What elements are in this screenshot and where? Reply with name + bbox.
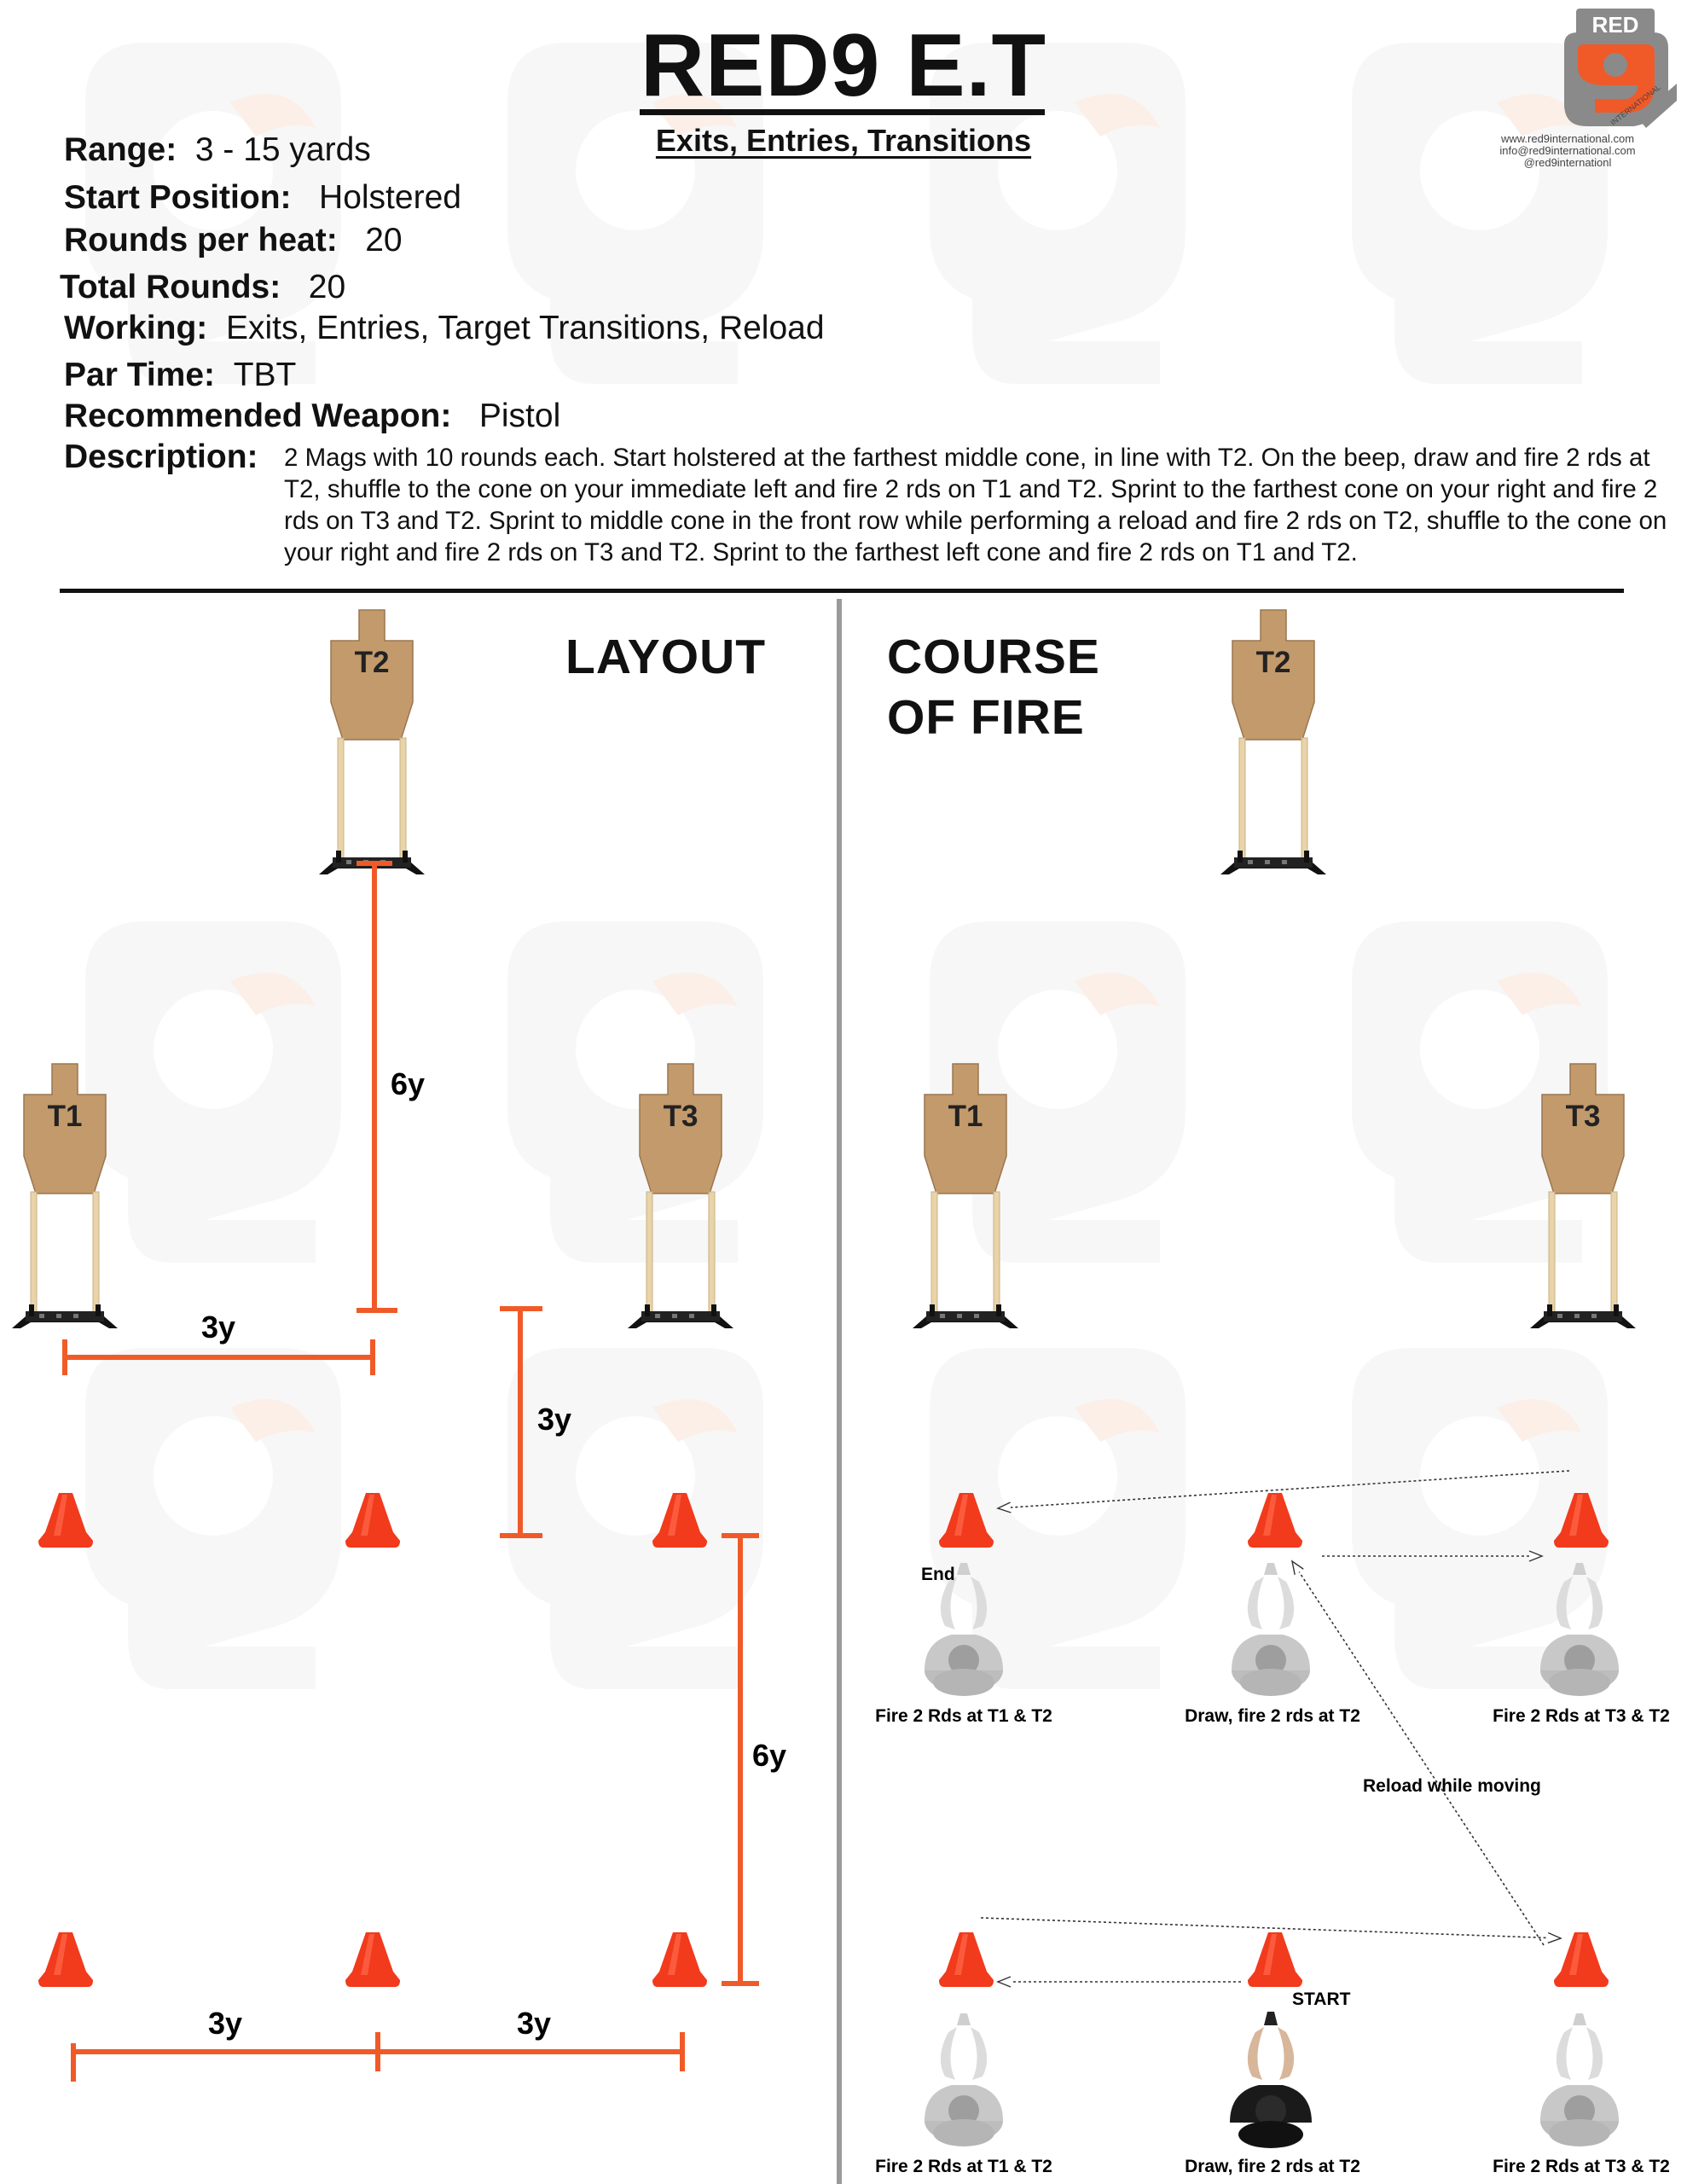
info-total-rounds: Total Rounds: 20 [60,269,345,306]
reload-label: Reload while moving [1363,1776,1541,1796]
dim-label-t2-6y: 6y [391,1066,425,1101]
target-label: T2 [355,646,390,679]
dim-label-bottom-right-3y: 3y [517,2006,551,2041]
info-label: Par Time: [64,357,216,393]
info-value: 3 - 15 yards [194,131,371,168]
contact-info: www.red9international.com info@red9inter… [1457,133,1678,169]
layout-cone-back-mid [345,1493,400,1548]
course-heading-line1: COURSE [887,630,1100,684]
layout-cone-front-mid [345,1932,400,1987]
page-title: RED9 E.T [640,16,1047,115]
course-cone-front-left [939,1932,994,1987]
info-par-time: Par Time: TBT [64,357,296,394]
info-label: Start Position: [64,179,292,216]
layout-cone-back-left [38,1493,93,1548]
course-heading-line2: OF FIRE [887,690,1085,745]
course-cone-back-right [1554,1493,1609,1548]
description-label: Description: [64,439,258,475]
column-divider [837,599,842,2184]
dim-label-rows-6y: 6y [752,1738,786,1773]
caption-back-right: Fire 2 Rds at T3 & T2 [1493,1706,1670,1726]
info-label: Range: [64,131,177,168]
target-label: T1 [48,1100,83,1133]
layout-diagram: T2 T1 T3 6y 3y 3y 6y 3y 3y [11,609,786,2082]
info-value: TBT [233,357,297,393]
course-cone-front-right [1554,1932,1609,1987]
course-cone-back-mid [1248,1493,1302,1548]
info-rounds-per-heat: Rounds per heat: 20 [64,222,403,259]
target-label: T3 [1566,1100,1601,1133]
layout-cone-front-left [38,1932,93,1987]
target-label: T3 [664,1100,699,1133]
course-cone-back-left [939,1493,994,1548]
info-recommended-weapon: Recommended Weapon: Pistol [64,398,560,435]
course-target-t2: T2 [1220,609,1327,875]
caption-front-left: Fire 2 Rds at T1 & T2 [875,2157,1052,2176]
info-value: 20 [365,222,403,258]
page-subtitle: Exits, Entries, Transitions [655,123,1032,158]
dim-label-bottom-left-3y: 3y [208,2006,242,2041]
course-shooter-front-mid [1230,2012,1312,2148]
course-shooter-back-mid [1232,1563,1310,1696]
layout-target-t1: T1 [11,1063,119,1329]
logo-text: RED [1591,12,1639,38]
info-start-position: Start Position: Holstered [64,179,461,217]
dim-label-t1-3y: 3y [201,1310,235,1345]
description-text: 2 Mags with 10 rounds each. Start holste… [284,444,1667,566]
course-diagram: T2 T1 T3 End START Reload while moving F… [875,609,1670,2176]
target-label: T1 [948,1100,983,1133]
end-label: End [921,1565,955,1584]
info-value: Holstered [319,179,461,216]
contact-handle: @red9internationl [1523,156,1612,169]
info-value: Pistol [478,398,561,434]
layout-cone-front-right [652,1932,707,1987]
course-cone-front-mid [1248,1932,1302,1987]
layout-measure-lines [62,861,759,2082]
course-arrows [980,1470,1570,1988]
layout-heading: LAYOUT [565,630,767,684]
caption-back-mid: Draw, fire 2 rds at T2 [1185,1706,1360,1726]
info-value: 20 [308,269,346,305]
caption-back-left: Fire 2 Rds at T1 & T2 [875,1706,1052,1726]
info-value: Exits, Entries, Target Transitions, Relo… [225,310,825,346]
contact-email: info@red9international.com [1499,144,1636,157]
arrow-right-to-end [996,1470,1570,1513]
info-label: Working: [64,310,208,346]
arrow-reload-move [1290,1560,1545,1946]
layout-target-t3: T3 [627,1063,734,1329]
course-shooter-front-right [1540,2013,1619,2146]
info-label: Rounds per heat: [64,222,338,258]
section-divider [60,589,1624,593]
course-shooter-back-right [1540,1563,1619,1696]
target-label: T2 [1256,646,1291,679]
dim-label-t3-3y: 3y [537,1402,571,1437]
info-label: Total Rounds: [60,269,281,305]
course-target-t3: T3 [1529,1063,1637,1329]
course-target-t1: T1 [912,1063,1019,1329]
caption-front-mid: Draw, fire 2 rds at T2 [1185,2157,1360,2176]
layout-target-t2: T2 [318,609,426,875]
caption-front-right: Fire 2 Rds at T3 & T2 [1493,2157,1670,2176]
title-underline [640,109,1045,115]
layout-cone-back-right [652,1493,707,1548]
course-shooter-front-left [925,2013,1003,2146]
info-label: Recommended Weapon: [64,398,452,434]
info-range: Range: 3 - 15 yards [64,131,371,169]
red9-logo-icon [1564,9,1677,128]
contact-website: www.red9international.com [1500,132,1635,145]
start-label: START [1292,1989,1351,2009]
info-working: Working: Exits, Entries, Target Transiti… [64,310,825,347]
red9-logo: RED INTERNATIONAL [1552,7,1680,133]
